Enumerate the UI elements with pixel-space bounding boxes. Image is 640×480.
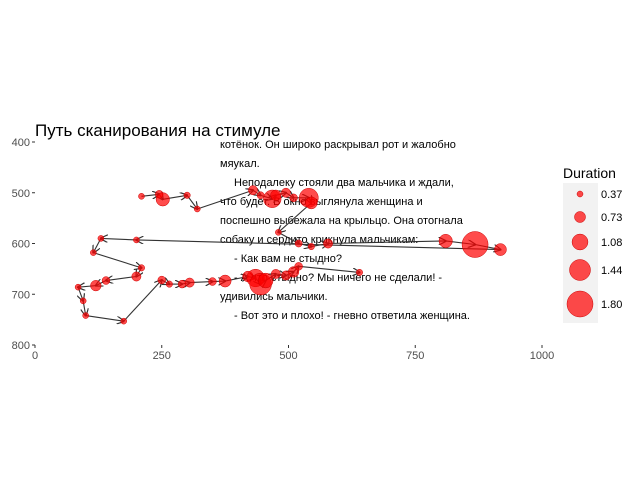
fixation-point: [90, 280, 102, 292]
fixation-point: [193, 205, 201, 213]
fixation-point: [294, 262, 303, 271]
legend-label: 1.44: [601, 265, 622, 277]
legend-key-circle: [574, 211, 586, 223]
scanpath-segment: [298, 265, 360, 272]
fixation-point: [138, 193, 145, 200]
stimulus-line: мяукал.: [220, 158, 260, 170]
fixation-point: [133, 236, 140, 244]
fixation-point: [270, 269, 281, 279]
fixation-point: [307, 243, 315, 251]
fixation-point: [305, 196, 318, 210]
fixation-point: [155, 192, 170, 207]
scanpath-segment: [136, 240, 501, 251]
fixation-point: [165, 280, 173, 288]
scanpath-segment: [123, 280, 162, 322]
fixation-point: [289, 193, 298, 202]
legend: Duration 0.37 0.73 1.08 1.44 1.80: [563, 165, 622, 323]
x-axis: 0 250 500 750 1000: [32, 345, 554, 362]
stimulus-line: Неподалеку стояли два мальчика и ждали,: [234, 177, 454, 189]
fixation-point: [270, 189, 282, 201]
fixation-point: [82, 312, 89, 319]
fixation-point: [177, 279, 187, 289]
stimulus-line: котёнок. Он широко раскрывал рот и жалоб…: [220, 139, 456, 151]
x-tick-label: 0: [32, 350, 38, 362]
fixation-point: [101, 276, 111, 285]
stimulus-line: собаку и сердито крикнула мальчикам:: [220, 234, 418, 246]
y-tick-label: 700: [12, 289, 30, 301]
fixation-point: [138, 264, 145, 272]
legend-title: Duration: [563, 165, 616, 181]
y-axis: 400 500 600 700 800: [12, 137, 35, 352]
fixation-point: [183, 191, 191, 199]
legend-label: 1.80: [601, 299, 622, 311]
legend-key-circle: [569, 259, 591, 281]
fixation-point: [74, 283, 82, 291]
legend-key-circle: [571, 233, 589, 251]
x-tick-label: 250: [153, 350, 171, 362]
fixation-point: [438, 234, 453, 248]
scanpath-segment: [101, 238, 137, 240]
fixation-point: [256, 191, 265, 200]
stimulus-line: - Вот это и плохо! - гневно ответила жен…: [234, 310, 470, 322]
fixation-point: [248, 185, 258, 196]
fixation-point: [120, 317, 127, 325]
y-tick-label: 400: [12, 137, 30, 149]
scanpath-segment: [93, 252, 141, 268]
fixation-point: [275, 229, 282, 236]
fixation-point: [90, 249, 97, 256]
x-tick-label: 500: [279, 350, 297, 362]
fixation-point: [184, 277, 195, 288]
fixation-point: [97, 235, 105, 242]
fixation-point: [281, 187, 291, 198]
stimulus-line: удивились мальчики.: [220, 291, 328, 303]
legend-label: 1.08: [601, 237, 622, 249]
fixation-point: [356, 268, 363, 276]
fixation-point: [258, 272, 274, 289]
y-tick-label: 600: [12, 239, 30, 251]
scanpath-segment: [328, 241, 446, 244]
stimulus-line: поспешно выбежала на крыльцо. Она отогна…: [220, 215, 464, 227]
fixation-point: [294, 239, 303, 248]
x-tick-label: 750: [406, 350, 424, 362]
scanpath-segment: [278, 231, 298, 243]
fixation-point: [79, 297, 87, 305]
chart-title: Путь сканирования на стимуле: [35, 121, 280, 140]
stimulus-line: что будет. В окно выглянула женщина и: [220, 196, 423, 208]
fixation-points: [74, 185, 507, 325]
scanpath-segment: [278, 202, 312, 232]
legend-label: 0.73: [601, 212, 622, 224]
fixation-point: [494, 243, 507, 256]
legend-label: 0.37: [601, 189, 622, 201]
y-tick-label: 500: [12, 188, 30, 200]
x-tick-label: 1000: [530, 350, 554, 362]
stimulus-line: - Как вам не стыдно?: [234, 253, 342, 265]
fixation-point: [323, 238, 333, 249]
y-tick-label: 800: [12, 340, 30, 352]
fixation-point: [157, 275, 166, 285]
scanpath-segment: [85, 315, 124, 322]
fixation-point: [218, 274, 232, 288]
legend-key-circle: [576, 190, 584, 198]
legend-key-circle: [566, 290, 594, 318]
fixation-point: [208, 277, 217, 286]
fixation-point: [461, 231, 489, 258]
scanpath-segment: [106, 276, 137, 280]
fixation-point: [131, 271, 142, 282]
scanpath-segment: [197, 190, 253, 210]
